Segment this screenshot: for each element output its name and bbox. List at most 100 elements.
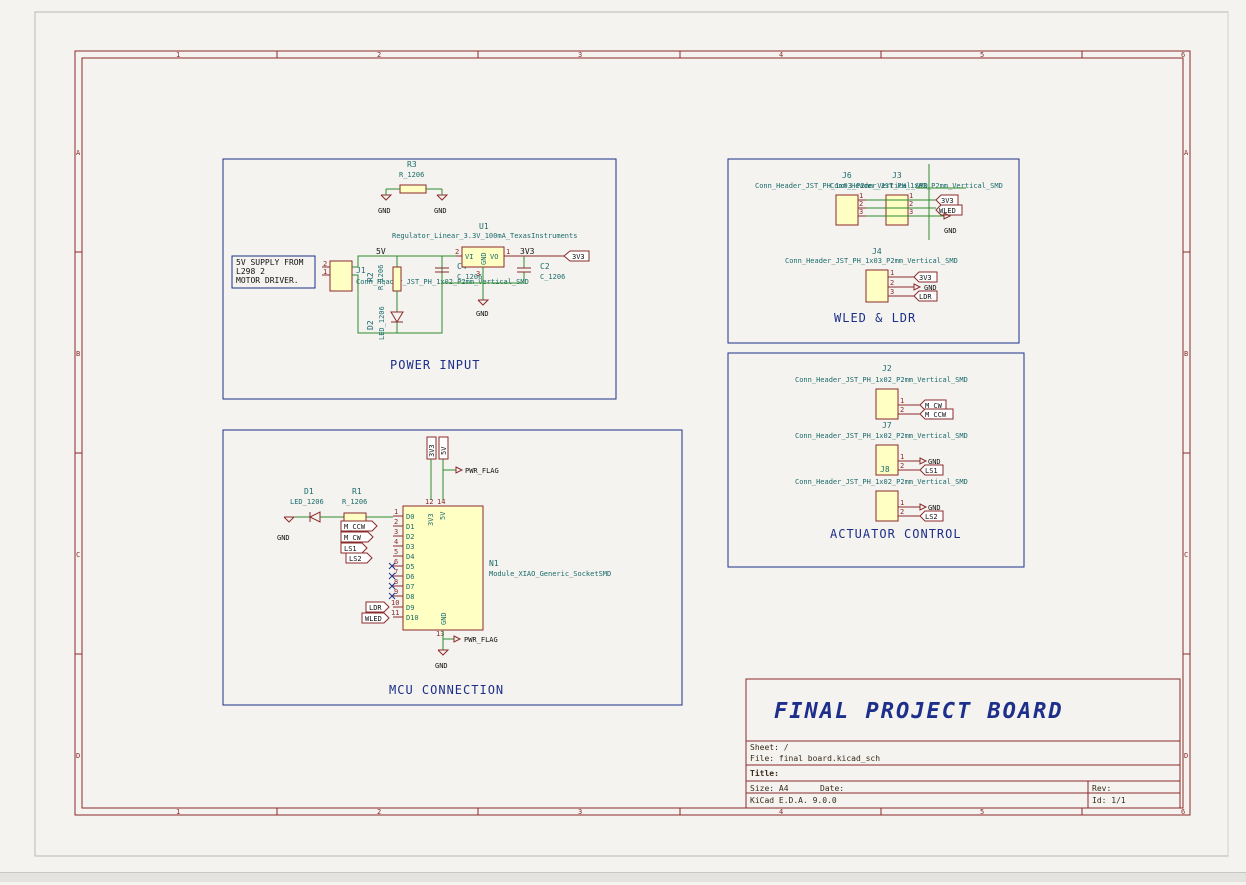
svg-text:R_1206: R_1206 <box>342 498 367 506</box>
section-title-actuator: ACTUATOR CONTROL <box>830 527 962 541</box>
svg-text:Size: A4: Size: A4 <box>750 784 789 793</box>
sheet-frame-inner <box>81 57 1184 809</box>
pwr-flag-top: PWR_FLAG <box>465 467 499 475</box>
svg-text:D2: D2 <box>406 533 414 541</box>
svg-text:5: 5 <box>980 51 984 59</box>
svg-text:3V3: 3V3 <box>427 513 435 526</box>
j3-connector[interactable] <box>885 194 909 226</box>
svg-text:Regulator_Linear_3.3V_100mA_Te: Regulator_Linear_3.3V_100mA_TexasInstrum… <box>392 232 577 240</box>
svg-text:J4: J4 <box>872 247 882 256</box>
svg-text:Rev:: Rev: <box>1092 784 1111 793</box>
mcu-connection-section[interactable]: MCU CONNECTION 3V3 5V PWR_FLAG 12 14 3V3… <box>222 429 683 706</box>
svg-text:R_1206: R_1206 <box>377 265 385 290</box>
svg-text:3V3: 3V3 <box>520 247 535 256</box>
svg-text:7: 7 <box>394 568 398 576</box>
n1-left-pins <box>393 515 403 618</box>
j7-connector[interactable] <box>875 444 899 476</box>
svg-text:1: 1 <box>506 248 510 256</box>
j6-connector[interactable] <box>835 194 859 226</box>
svg-text:GND: GND <box>924 284 937 292</box>
svg-text:KiCad E.D.A. 9.0.0: KiCad E.D.A. 9.0.0 <box>750 796 837 805</box>
svg-text:LS2: LS2 <box>349 555 362 563</box>
svg-text:3: 3 <box>578 51 582 59</box>
svg-text:4: 4 <box>779 51 783 59</box>
svg-text:1: 1 <box>323 268 327 276</box>
svg-text:14: 14 <box>437 498 445 506</box>
svg-text:M_CCW: M_CCW <box>344 523 366 531</box>
svg-text:5V: 5V <box>439 511 447 520</box>
svg-text:1: 1 <box>394 508 398 516</box>
svg-text:5V SUPPLY FROM: 5V SUPPLY FROM <box>236 258 304 267</box>
svg-text:Module_XIAO_Generic_SocketSMD: Module_XIAO_Generic_SocketSMD <box>489 570 611 578</box>
svg-text:Date:: Date: <box>820 784 844 793</box>
svg-text:J8: J8 <box>880 465 890 474</box>
j8-connector[interactable] <box>875 490 899 522</box>
svg-text:N1: N1 <box>489 559 499 568</box>
j2-connector[interactable] <box>875 388 899 420</box>
r3-resistor[interactable] <box>399 184 427 194</box>
svg-text:D: D <box>76 752 80 760</box>
svg-text:D1: D1 <box>304 487 314 496</box>
svg-text:2: 2 <box>859 200 863 208</box>
svg-text:Conn_Header_JST_PH_1x02_P2mm_V: Conn_Header_JST_PH_1x02_P2mm_Vertical_SM… <box>795 376 968 384</box>
svg-text:6: 6 <box>1181 51 1185 59</box>
svg-text:2: 2 <box>377 808 381 816</box>
svg-text:10: 10 <box>391 599 399 607</box>
n1-pin-names: D0 D1 D2 D3 D4 D5 D6 D7 D8 D9 D10 <box>406 513 419 622</box>
svg-text:C_1206: C_1206 <box>540 273 565 281</box>
j1-connector[interactable] <box>329 260 353 292</box>
svg-text:Conn_Header_JST_PH_1x02_P2mm_V: Conn_Header_JST_PH_1x02_P2mm_Vertical_SM… <box>795 432 968 440</box>
svg-text:GND: GND <box>440 612 448 625</box>
svg-text:WLED: WLED <box>939 207 956 215</box>
svg-text:D7: D7 <box>406 583 414 591</box>
svg-text:3V3: 3V3 <box>572 253 585 261</box>
svg-text:4: 4 <box>394 538 398 546</box>
r1-resistor[interactable] <box>343 512 367 522</box>
svg-text:LDR: LDR <box>369 604 382 612</box>
svg-text:11: 11 <box>391 609 399 617</box>
svg-text:Conn_Header_JST_PH_1x03_P2mm_V: Conn_Header_JST_PH_1x03_P2mm_Vertical_SM… <box>830 182 1003 190</box>
svg-text:D0: D0 <box>406 513 414 521</box>
svg-text:GND: GND <box>476 310 489 318</box>
svg-text:6: 6 <box>1181 808 1185 816</box>
svg-text:D6: D6 <box>406 573 414 581</box>
svg-text:3: 3 <box>890 288 894 296</box>
no-connect-marks <box>388 562 396 600</box>
svg-text:1: 1 <box>890 269 894 277</box>
actuator-control-section[interactable]: ACTUATOR CONTROL J2 Conn_Header_JST_PH_1… <box>727 352 1025 568</box>
svg-text:6: 6 <box>394 558 398 566</box>
j4-connector[interactable] <box>865 269 889 303</box>
d2-led[interactable] <box>390 311 404 323</box>
svg-text:Sheet: /: Sheet: / <box>750 743 789 752</box>
svg-text:2: 2 <box>900 508 904 516</box>
svg-text:L298 2: L298 2 <box>236 267 265 276</box>
mcu-net-labels[interactable]: M_CCW M_CW LS1 LS2 LDR WLED <box>340 520 390 624</box>
ruler-labels: 1 2 3 4 5 6 1 2 3 4 5 6 A B C D A B C D <box>76 51 1189 816</box>
svg-text:D5: D5 <box>406 563 414 571</box>
svg-text:3: 3 <box>394 528 398 536</box>
svg-text:GND: GND <box>928 458 941 466</box>
sheet-frame-outer <box>74 50 1191 816</box>
svg-text:A: A <box>1184 149 1189 157</box>
svg-text:5: 5 <box>980 808 984 816</box>
svg-text:C_1206: C_1206 <box>457 273 482 281</box>
svg-text:3: 3 <box>859 208 863 216</box>
svg-text:LS1: LS1 <box>344 545 357 553</box>
svg-text:GND: GND <box>435 662 448 670</box>
svg-text:LED_1206: LED_1206 <box>378 306 386 340</box>
net-label-3v3[interactable] <box>563 250 590 262</box>
svg-text:4: 4 <box>779 808 783 816</box>
svg-text:1: 1 <box>176 51 180 59</box>
wled-ldr-section[interactable]: WLED & LDR J6 J3 Conn_Header_JST_PH_1x03… <box>727 158 1020 344</box>
svg-text:12: 12 <box>425 498 433 506</box>
n1-xiao-module[interactable] <box>402 505 484 631</box>
svg-text:D2: D2 <box>366 320 375 330</box>
svg-text:GND: GND <box>434 207 447 215</box>
svg-text:5V: 5V <box>376 247 386 256</box>
svg-text:GND: GND <box>944 227 957 235</box>
svg-text:1: 1 <box>909 192 913 200</box>
svg-text:MOTOR DRIVER.: MOTOR DRIVER. <box>236 276 299 285</box>
r2-resistor[interactable] <box>392 266 402 292</box>
power-input-section[interactable]: POWER INPUT R3 R_1206 GND GND 5V SUPPLY … <box>222 158 617 400</box>
